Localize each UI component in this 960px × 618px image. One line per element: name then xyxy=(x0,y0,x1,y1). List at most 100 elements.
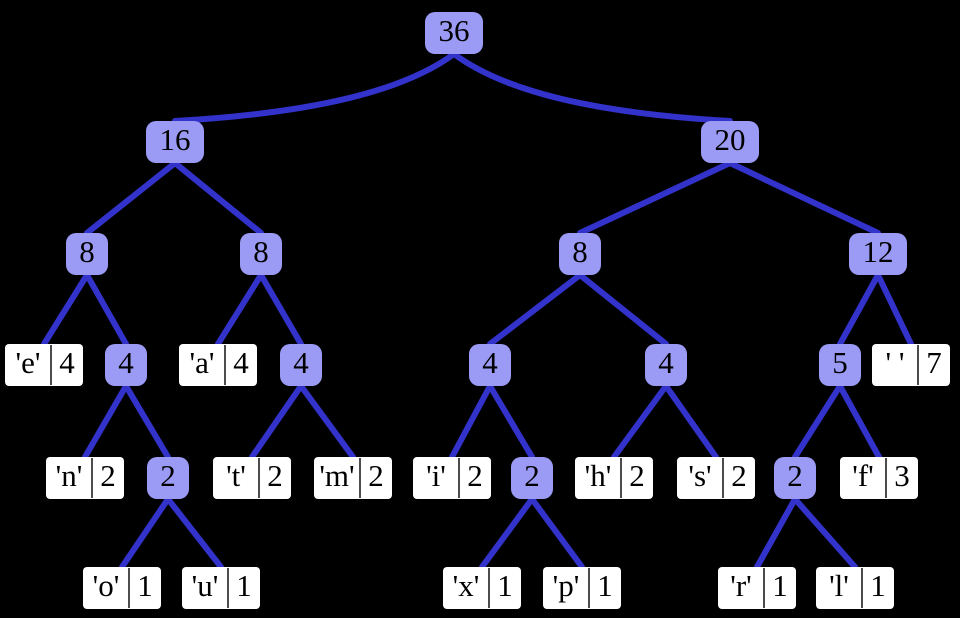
tree-edge xyxy=(119,496,171,570)
tree-edge xyxy=(727,160,881,236)
internal-node-shape xyxy=(774,457,816,499)
internal-node-shape xyxy=(425,12,483,54)
internal-node[interactable]: 2 xyxy=(147,457,189,499)
leaf-node[interactable]: 'x'1 xyxy=(443,567,521,609)
internal-node[interactable]: 8 xyxy=(240,233,282,275)
tree-edge xyxy=(451,51,733,124)
leaf-node[interactable]: 'e' 4 xyxy=(5,344,83,386)
internal-node[interactable]: 8 xyxy=(559,233,601,275)
leaf-frequency: 7 xyxy=(926,345,942,380)
internal-node-shape xyxy=(147,457,189,499)
edge-layer xyxy=(41,51,914,570)
leaf-node[interactable]: 'n' 2 xyxy=(46,457,124,499)
leaf-character: 's' xyxy=(688,458,711,493)
internal-node-weight: 5 xyxy=(832,345,848,380)
internal-node[interactable]: 36 xyxy=(425,12,483,54)
internal-node[interactable]: 2 xyxy=(511,457,553,499)
leaf-frequency: 2 xyxy=(629,458,645,493)
internal-node[interactable]: 16 xyxy=(146,121,204,163)
tree-edge xyxy=(837,272,881,347)
leaf-character: 'h' xyxy=(585,458,612,493)
internal-node[interactable]: 4 xyxy=(280,344,322,386)
leaf-node[interactable]: 'h' 2 xyxy=(575,457,653,499)
leaf-frequency: 2 xyxy=(368,458,384,493)
internal-node-weight: 8 xyxy=(572,234,588,269)
tree-edge xyxy=(258,272,304,347)
internal-node-weight: 20 xyxy=(715,122,746,157)
tree-edge xyxy=(754,496,798,570)
tree-edge xyxy=(215,272,264,347)
leaf-frequency: 2 xyxy=(731,458,747,493)
tree-edge xyxy=(875,272,914,347)
tree-edge xyxy=(84,160,178,236)
internal-node[interactable]: 5 xyxy=(819,344,861,386)
leaf-node[interactable]: 't'2 xyxy=(213,457,291,499)
leaf-character: 'e' xyxy=(16,345,41,380)
leaf-node-shape xyxy=(182,567,260,609)
tree-edge xyxy=(172,51,457,124)
internal-node-shape xyxy=(701,121,759,163)
tree-edge xyxy=(249,383,304,460)
leaf-node-shape xyxy=(872,344,950,386)
leaf-character: 'm' xyxy=(319,458,354,493)
internal-node-shape xyxy=(849,233,907,275)
internal-node-weight: 2 xyxy=(524,458,540,493)
leaf-node-shape xyxy=(718,567,796,609)
leaf-node-shape xyxy=(413,457,491,499)
leaf-node[interactable]: ' ' 7 xyxy=(872,344,950,386)
internal-node-weight: 36 xyxy=(439,13,470,48)
internal-node[interactable]: 4 xyxy=(645,344,687,386)
leaf-frequency: 1 xyxy=(597,568,613,603)
internal-node-shape xyxy=(819,344,861,386)
leaf-frequency: 2 xyxy=(100,458,116,493)
internal-node-weight: 8 xyxy=(253,234,269,269)
leaf-node[interactable]: 'a' 4 xyxy=(179,344,257,386)
leaf-node[interactable]: 'm' 2 xyxy=(314,457,392,499)
leaf-node[interactable]: 'f' 3 xyxy=(840,457,918,499)
leaf-node[interactable]: 'u'1 xyxy=(182,567,260,609)
tree-edge xyxy=(479,496,535,570)
leaf-frequency: 1 xyxy=(772,568,788,603)
internal-node-shape xyxy=(66,233,108,275)
leaf-node[interactable]: 'i'2 xyxy=(413,457,491,499)
tree-edge xyxy=(577,160,733,236)
leaf-node-shape xyxy=(179,344,257,386)
tree-edge xyxy=(172,160,264,236)
tree-edge xyxy=(529,496,585,570)
internal-node-weight: 12 xyxy=(863,234,894,269)
tree-edge xyxy=(487,383,535,460)
leaf-frequency: 4 xyxy=(233,345,249,380)
tree-edge xyxy=(663,383,719,460)
leaf-character: 'n' xyxy=(56,458,83,493)
leaf-character: 't' xyxy=(226,458,246,493)
internal-node[interactable]: 20 xyxy=(701,121,759,163)
internal-node[interactable]: 12 xyxy=(849,233,907,275)
internal-node-shape xyxy=(559,233,601,275)
internal-node-shape xyxy=(469,344,511,386)
tree-edge xyxy=(837,383,882,460)
leaf-node[interactable]: 'p'1 xyxy=(543,567,621,609)
internal-node[interactable]: 2 xyxy=(774,457,816,499)
leaf-character: 'f' xyxy=(852,458,874,493)
internal-node[interactable]: 4 xyxy=(469,344,511,386)
leaf-character: ' ' xyxy=(886,345,905,380)
internal-node-weight: 16 xyxy=(160,122,191,157)
leaf-node-shape xyxy=(83,567,161,609)
leaf-node[interactable]: 'l'1 xyxy=(816,567,894,609)
leaf-node[interactable]: 'r'1 xyxy=(718,567,796,609)
tree-edge xyxy=(165,496,224,570)
leaf-character: 'a' xyxy=(190,345,215,380)
leaf-frequency: 4 xyxy=(59,345,75,380)
tree-edge xyxy=(298,383,356,460)
internal-node-weight: 2 xyxy=(787,458,803,493)
leaf-node-shape xyxy=(46,457,124,499)
internal-node[interactable]: 8 xyxy=(66,233,108,275)
internal-node[interactable]: 4 xyxy=(105,344,147,386)
internal-node-weight: 4 xyxy=(482,345,498,380)
leaf-frequency: 1 xyxy=(870,568,886,603)
leaf-node[interactable]: 's' 2 xyxy=(677,457,755,499)
leaf-frequency: 1 xyxy=(137,568,153,603)
leaf-node-shape xyxy=(5,344,83,386)
leaf-frequency: 3 xyxy=(894,458,910,493)
leaf-node[interactable]: 'o'1 xyxy=(83,567,161,609)
